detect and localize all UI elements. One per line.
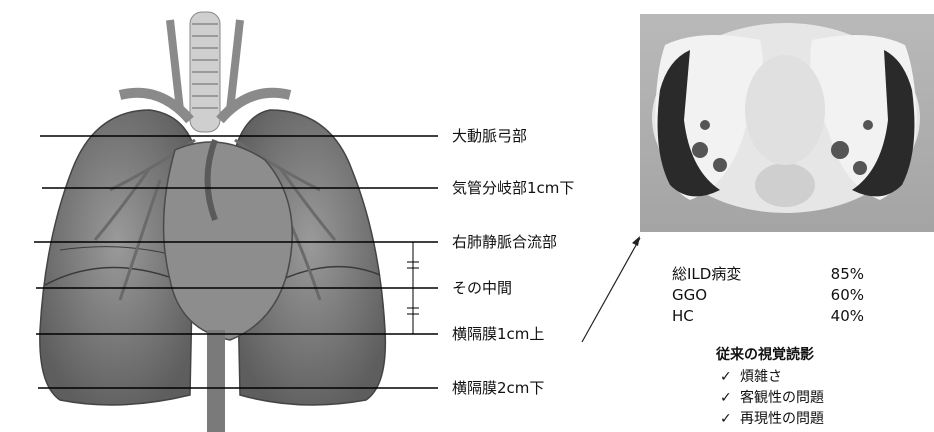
stat-value: 40%	[831, 306, 864, 327]
aorta-shape	[207, 330, 225, 432]
lesion-stats: 総ILD病変 85% GGO 60% HC 40%	[672, 264, 864, 327]
visual-reading-panel: 従来の視覚読影 ✓煩雑さ ✓客観性の問題 ✓再現性の問題	[716, 345, 824, 430]
stat-name: GGO	[672, 285, 707, 306]
level-label-carina: 気管分岐部1cm下	[452, 179, 574, 197]
level-label-intermediate: その中間	[452, 279, 512, 297]
list-item: ✓煩雑さ	[716, 367, 824, 388]
list-item-label: 客観性の問題	[740, 390, 824, 406]
stat-name: HC	[672, 306, 694, 327]
ct-scan-image	[640, 14, 934, 232]
list-item-label: 再現性の問題	[740, 411, 824, 427]
list-item-label: 煩雑さ	[740, 369, 782, 385]
stat-value: 60%	[831, 285, 864, 306]
level-label-pulmonary-vein: 右肺静脈合流部	[452, 233, 557, 251]
stat-row: 総ILD病変 85%	[672, 264, 864, 285]
list-item: ✓客観性の問題	[716, 388, 824, 409]
stat-name: 総ILD病変	[672, 264, 741, 285]
stat-value: 85%	[831, 264, 864, 285]
check-icon: ✓	[720, 409, 740, 430]
arrow-icon	[582, 236, 640, 342]
level-label-above-diaphragm: 横隔膜1cm上	[452, 325, 544, 343]
visual-reading-title: 従来の視覚読影	[716, 345, 824, 366]
check-icon: ✓	[720, 367, 740, 388]
stat-row: GGO 60%	[672, 285, 864, 306]
stat-row: HC 40%	[672, 306, 864, 327]
check-icon: ✓	[720, 388, 740, 409]
level-label-aortic-arch: 大動脈弓部	[452, 127, 527, 145]
level-label-below-diaphragm: 横隔膜2cm下	[452, 379, 544, 397]
list-item: ✓再現性の問題	[716, 409, 824, 430]
